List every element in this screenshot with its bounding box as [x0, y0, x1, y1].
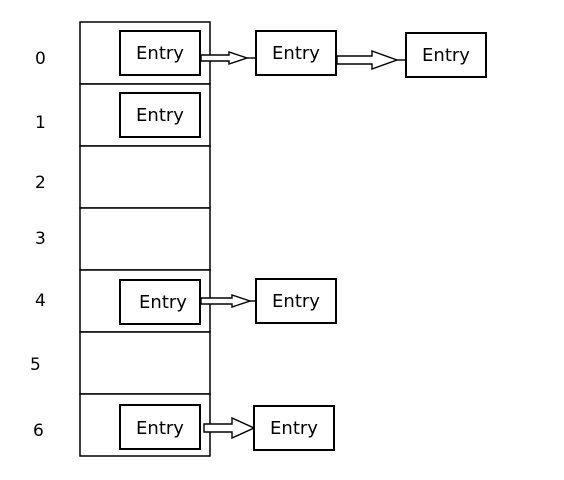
entry-label: Entry: [136, 43, 184, 64]
entry-node: [119, 279, 201, 325]
chain-row-6: Entry Entry: [119, 404, 335, 451]
bucket-2: [79, 145, 211, 209]
entry-label: Entry: [136, 418, 184, 439]
entry-label: Entry: [272, 291, 320, 312]
pointer-arrow: [200, 294, 253, 308]
entry-label: Entry: [272, 43, 320, 64]
bucket-index-1: 1: [35, 113, 46, 133]
bucket-index-5: 5: [30, 355, 41, 375]
bucket-index-0: 0: [35, 49, 46, 69]
entry-node: [253, 405, 335, 451]
entry-label: Entry: [422, 45, 470, 66]
bucket-array: [79, 21, 211, 457]
bucket-index-2: 2: [35, 173, 46, 193]
entry-node: [255, 278, 337, 324]
entry-node: [119, 92, 201, 138]
chain-row-4: Entry Entry: [119, 278, 337, 325]
bucket-3: [79, 207, 211, 271]
pointer-arrow: [200, 51, 250, 65]
bucket-index-4: 4: [35, 291, 46, 311]
chain-row-1: Entry: [119, 92, 201, 138]
entry-node: [255, 30, 337, 76]
bucket-index-6: 6: [33, 421, 44, 441]
entry-label: Entry: [270, 418, 318, 439]
chain-row-0: Entry Entry Entry: [119, 30, 487, 78]
pointer-arrow: [203, 416, 256, 440]
index-labels: 0 1 2 3 4 5 6: [30, 49, 46, 441]
entry-node: [119, 404, 201, 450]
bucket-index-3: 3: [35, 229, 46, 249]
entry-node: [405, 32, 487, 78]
entry-node: [119, 30, 201, 76]
entry-label: Entry: [139, 292, 187, 313]
entry-label: Entry: [136, 105, 184, 126]
pointer-arrow: [336, 50, 400, 70]
bucket-5: [79, 331, 211, 395]
